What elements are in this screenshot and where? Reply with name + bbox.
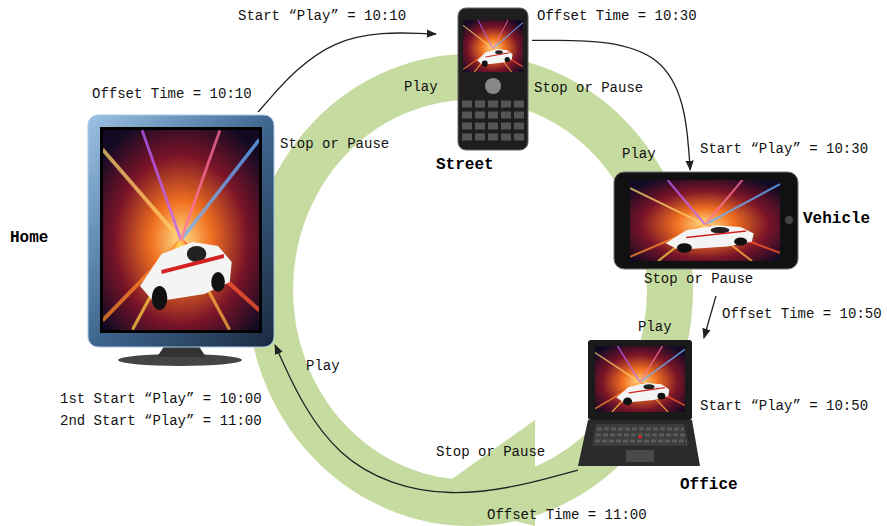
tablet-button (785, 216, 793, 224)
time-label: 2nd Start “Play” = 11:00 (60, 413, 262, 430)
tv-picture (103, 130, 259, 330)
action-label: Stop or Pause (534, 80, 643, 97)
phone-keys (462, 123, 525, 130)
action-label: Play (404, 79, 438, 96)
time-label: Offset Time = 10:50 (722, 306, 882, 323)
device-node: Office (578, 338, 745, 500)
time-label: Start “Play” = 10:30 (700, 141, 868, 158)
time-label: Start “Play” = 10:50 (700, 398, 868, 415)
phone-keys (462, 101, 525, 108)
device-node: Home (6, 112, 275, 366)
action-label: Play (622, 146, 656, 163)
time-label: Offset Time = 10:30 (537, 8, 697, 25)
phone-picture (463, 20, 523, 72)
laptop-keys (595, 440, 687, 443)
tv-monitor (88, 115, 274, 366)
flow-arrow (704, 296, 716, 338)
tv-bezel (88, 115, 274, 347)
device-name: Street (436, 156, 494, 175)
flow-arrow (258, 33, 436, 112)
action-label: Stop or Pause (280, 136, 389, 153)
laptop-lid (588, 340, 692, 420)
tablet-picture (630, 180, 780, 261)
time-label: Offset Time = 10:10 (92, 86, 252, 103)
laptop-picture (595, 346, 685, 412)
flow-arrow (532, 40, 690, 170)
laptop-trackpad (626, 450, 654, 462)
action-label: Play (638, 319, 672, 336)
phone-body (458, 8, 528, 150)
device-name: Vehicle (803, 210, 870, 229)
phone-dpad (485, 78, 501, 94)
tv-screen (100, 127, 262, 333)
device-name: Home (10, 229, 48, 248)
laptop-base (578, 420, 700, 466)
time-label: Offset Time = 11:00 (487, 507, 647, 524)
mobile-phone (458, 8, 528, 150)
time-label: 1st Start “Play” = 10:00 (60, 391, 262, 408)
device-node: Street (436, 6, 532, 178)
phone-keys (462, 134, 525, 141)
laptop-keyboard (592, 424, 688, 446)
device-name: Office (680, 476, 738, 495)
tablet-body (614, 172, 798, 269)
action-label: Stop or Pause (436, 444, 545, 461)
action-label: Stop or Pause (644, 271, 753, 288)
flow-arrow (275, 345, 578, 493)
laptop-trackpoint (638, 435, 642, 439)
time-label: Start “Play” = 10:10 (238, 8, 406, 25)
tablet (614, 172, 798, 269)
phone-keys (462, 112, 525, 119)
action-label: Play (306, 358, 340, 375)
laptop (578, 340, 700, 466)
laptop-keys (597, 428, 684, 431)
